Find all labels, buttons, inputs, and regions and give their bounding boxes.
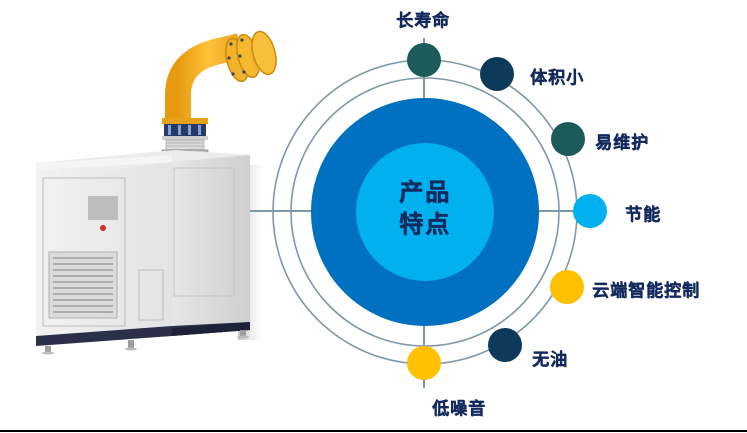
vent-grill <box>48 251 118 319</box>
inner-disc <box>356 143 494 281</box>
access-panel <box>138 269 164 321</box>
coupling-ring <box>162 118 208 124</box>
compressor-illustration <box>36 30 277 355</box>
power-indicator <box>100 225 106 231</box>
vent-slats <box>53 257 113 313</box>
feature-label-energy-saving: 节能 <box>625 205 661 225</box>
feature-dot-oil-free <box>488 328 522 362</box>
inner-ring <box>290 77 560 347</box>
feature-dot-long-life <box>407 43 441 77</box>
feature-label-low-noise: 低噪音 <box>432 399 486 419</box>
bottom-divider <box>0 430 747 432</box>
coupling-body <box>164 124 206 136</box>
pipe-outlet-flange <box>251 30 277 76</box>
control-display <box>88 196 118 220</box>
feature-dot-compact <box>480 57 514 91</box>
cabinet-feet <box>45 330 246 352</box>
feature-label-easy-maintenance: 易维护 <box>595 133 649 153</box>
center-title-line-2: 特点 <box>399 210 451 238</box>
feature-label-cloud-control: 云端智能控制 <box>592 281 700 301</box>
feature-label-compact: 体积小 <box>530 68 584 88</box>
feature-dot-energy-saving <box>573 194 607 228</box>
feature-dot-easy-maintenance <box>551 122 585 156</box>
feature-label-oil-free: 无油 <box>532 350 568 370</box>
front-door <box>42 177 126 327</box>
feature-dot-cloud-control <box>550 270 584 304</box>
center-title-line-1: 产品 <box>399 178 451 206</box>
feature-dot-low-noise <box>407 346 441 380</box>
cabinet-side <box>172 155 250 328</box>
pipe-elbow <box>165 33 244 122</box>
side-panel <box>173 167 235 297</box>
feature-label-long-life: 长寿命 <box>396 11 450 31</box>
center-title: 产品 特点 <box>365 176 485 240</box>
flange-bolts <box>227 38 246 76</box>
